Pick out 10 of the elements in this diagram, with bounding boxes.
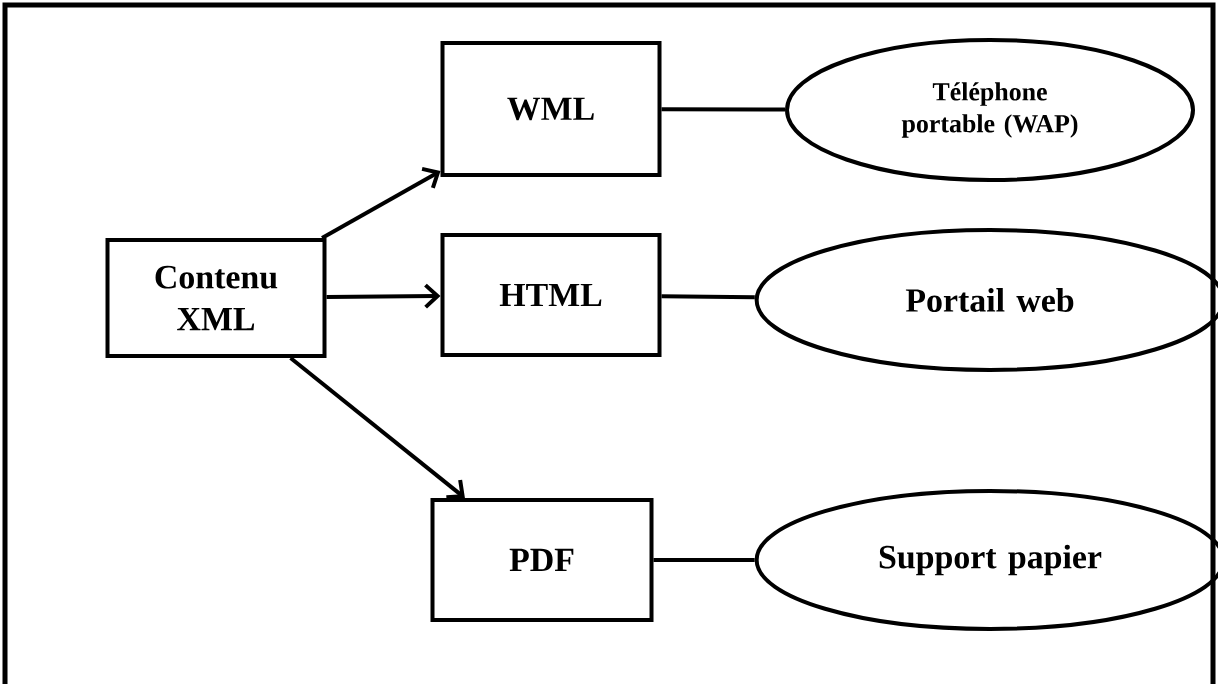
process-box: Contenu XML bbox=[105, 238, 327, 358]
process-box: PDF bbox=[430, 498, 654, 622]
process-box: HTML bbox=[440, 233, 662, 357]
connector-line bbox=[653, 558, 755, 562]
connector-line bbox=[661, 294, 755, 300]
process-box: WML bbox=[440, 41, 662, 177]
arrow bbox=[289, 356, 465, 500]
connector-line bbox=[661, 107, 786, 112]
arrow bbox=[321, 166, 441, 240]
arrow bbox=[326, 283, 441, 309]
